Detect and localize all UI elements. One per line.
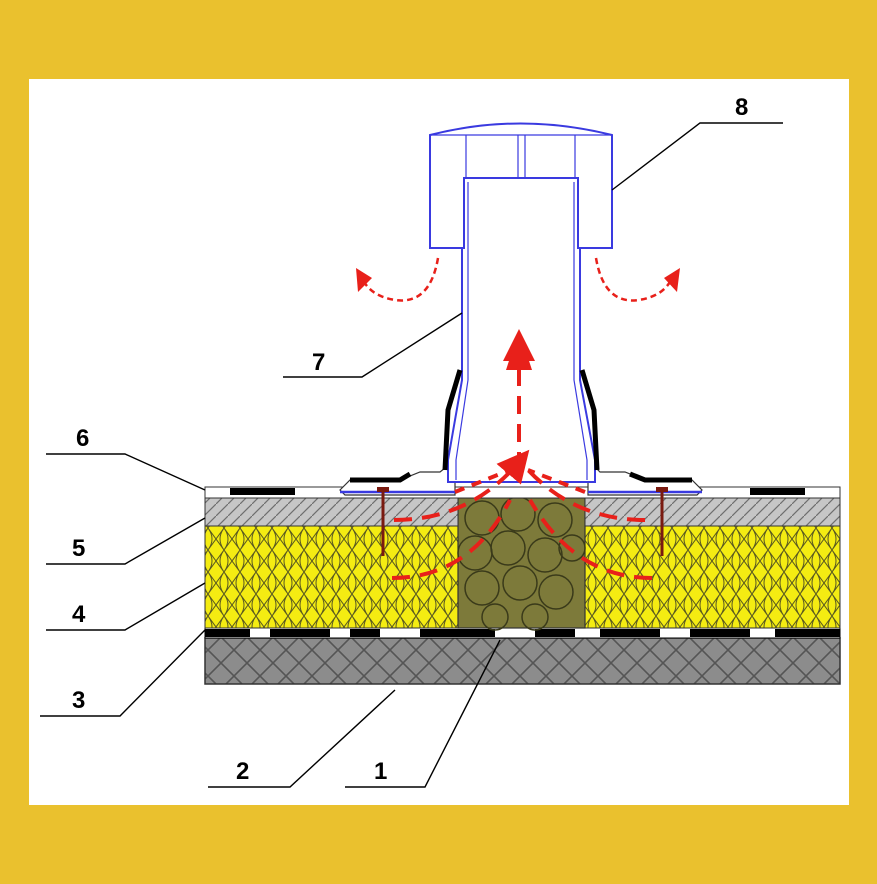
deflector-cap	[429, 122, 613, 249]
fastener-right	[656, 487, 668, 556]
screed-right	[584, 497, 841, 527]
screed-left	[204, 497, 459, 527]
upward-arrow-head	[506, 330, 532, 370]
label-8: 8	[735, 94, 748, 121]
gravel-column	[457, 496, 586, 631]
roof-membrane	[204, 486, 841, 499]
label-3: 3	[72, 687, 85, 714]
vapour-barrier	[204, 627, 841, 639]
airflow-arrows	[391, 329, 653, 580]
label-5: 5	[72, 535, 85, 562]
base-slab	[204, 637, 841, 685]
exhaust-arrow-right	[594, 257, 680, 302]
leader-lines	[40, 122, 783, 788]
vent-flange	[339, 458, 703, 496]
label-7: 7	[312, 349, 325, 376]
diagram-frame: 8 7 6 5 4 3 2 1	[29, 79, 849, 805]
label-4: 4	[72, 601, 86, 628]
thermal-insulation-right	[584, 525, 841, 629]
thermal-insulation-left	[204, 525, 459, 629]
exhaust-arrow-left	[356, 257, 440, 302]
fastener-left	[377, 487, 389, 556]
label-6: 6	[76, 425, 89, 452]
roof-vent-diagram: 8 7 6 5 4 3 2 1	[40, 94, 841, 788]
label-2: 2	[236, 758, 249, 785]
label-1: 1	[374, 758, 387, 785]
